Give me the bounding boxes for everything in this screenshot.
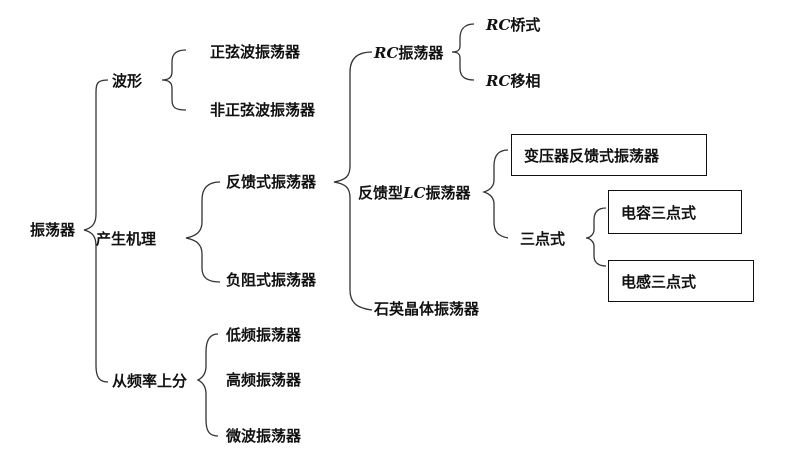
- brace-feedback: [333, 51, 373, 311]
- category-mechanism: 产生机理: [96, 230, 157, 248]
- category-waveform: 波形: [112, 72, 143, 90]
- node-low-frequency-oscillator: 低频振荡器: [226, 326, 302, 344]
- brace-three-point: [585, 207, 607, 267]
- node-microwave-oscillator: 微波振荡器: [226, 427, 302, 445]
- node-capacitive-three-point: 电容三点式: [608, 190, 742, 234]
- node-transformer-feedback-oscillator: 变压器反馈式振荡器: [511, 134, 707, 176]
- node-inductive-three-point: 电感三点式: [608, 260, 754, 302]
- brace-rc: [451, 23, 475, 81]
- brace-waveform: [161, 49, 187, 111]
- node-three-point: 三点式: [520, 230, 566, 248]
- node-rc-bridge: RC桥式: [486, 16, 541, 34]
- root-node-oscillator: 振荡器: [30, 221, 76, 239]
- node-lc-feedback-oscillator: 反馈型LC振荡器: [358, 184, 471, 202]
- node-non-sine-oscillator: 非正弦波振荡器: [210, 101, 316, 119]
- node-rc-oscillator: RC振荡器: [374, 44, 444, 62]
- category-frequency: 从频率上分: [112, 372, 188, 390]
- node-high-frequency-oscillator: 高频振荡器: [226, 371, 302, 389]
- brace-lc: [481, 149, 509, 239]
- node-rc-phase-shift: RC移相: [486, 72, 541, 90]
- brace-frequency: [196, 333, 219, 437]
- node-negative-resistance-oscillator: 负阻式振荡器: [226, 271, 317, 289]
- node-sine-oscillator: 正弦波振荡器: [210, 43, 301, 61]
- node-feedback-oscillator: 反馈式振荡器: [226, 173, 317, 191]
- brace-root: [83, 79, 109, 383]
- node-quartz-crystal-oscillator: 石英晶体振荡器: [374, 300, 480, 318]
- brace-mechanism: [185, 181, 221, 283]
